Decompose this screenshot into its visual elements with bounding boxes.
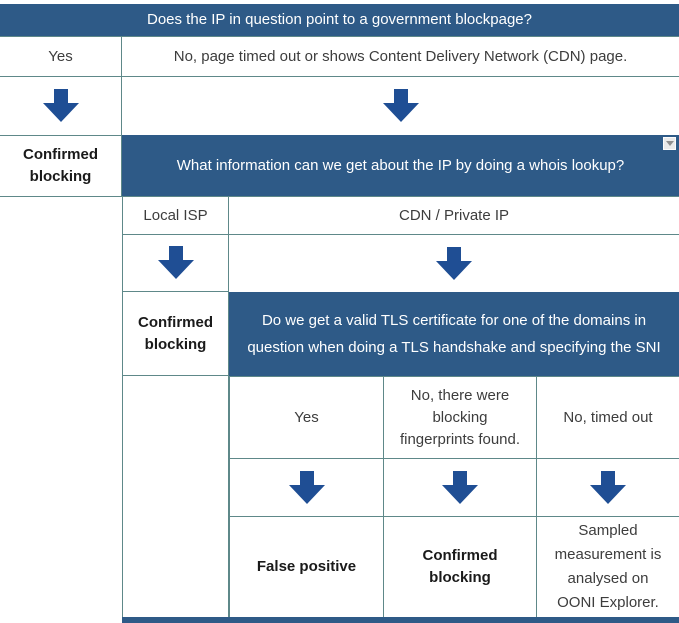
- q3-answer-fingerprints-text: No, there were blocking fingerprints fou…: [399, 386, 521, 448]
- down-arrow-icon: [382, 89, 419, 122]
- q1-answer-yes-text: Yes: [48, 47, 73, 65]
- q1-answer-no-text: No, page timed out or shows Content Deli…: [173, 47, 628, 65]
- q3-question-text: Do we get a valid TLS certificate for on…: [247, 312, 661, 356]
- outcome-confirmed-blocking-text: Confirmed blocking: [138, 313, 213, 353]
- arrow-cell: [536, 459, 679, 517]
- dropdown-triangle: [665, 141, 674, 146]
- q2-header: What information can we get about the IP…: [122, 135, 679, 197]
- outcome-confirmed-blocking-cell: Confirmed blocking: [0, 135, 122, 197]
- outcome-false-positive-cell: False positive: [229, 517, 384, 617]
- down-arrow-icon: [42, 89, 79, 122]
- q1-question-text: Does the IP in question point to a gover…: [147, 11, 532, 28]
- arrow-cell: [229, 459, 384, 517]
- down-arrow-icon: [288, 470, 325, 504]
- empty-cell: [122, 376, 229, 617]
- arrow-cell: [229, 235, 679, 292]
- arrow-cell: [0, 77, 122, 135]
- outcome-false-positive-text: False positive: [256, 558, 357, 575]
- q3-answer-fingerprints-cell: No, there were blocking fingerprints fou…: [384, 376, 536, 459]
- down-arrow-icon: [442, 470, 478, 504]
- down-arrow-icon: [590, 470, 626, 504]
- outcome-confirmed-blocking-cell: Confirmed blocking: [122, 292, 229, 376]
- next-header-strip: [122, 617, 679, 623]
- arrow-cell: [384, 459, 536, 517]
- outcome-sampled-measurement-text: Sampled measurement is analysed on OONI …: [554, 522, 662, 611]
- outcome-sampled-measurement-cell: Sampled measurement is analysed on OONI …: [536, 517, 679, 617]
- outcome-confirmed-blocking-cell: Confirmed blocking: [384, 517, 536, 617]
- arrow-cell: [122, 235, 229, 292]
- q2-answer-cdn-text: CDN / Private IP: [398, 206, 510, 224]
- down-arrow-icon: [436, 246, 472, 280]
- q2-answer-local-isp-cell: Local ISP: [122, 197, 229, 235]
- q3-header: Do we get a valid TLS certificate for on…: [229, 292, 679, 376]
- q3-answer-yes-cell: Yes: [229, 376, 384, 459]
- q3-answer-yes-text: Yes: [294, 408, 319, 426]
- q1-answer-no-cell: No, page timed out or shows Content Deli…: [122, 36, 679, 77]
- q2-answer-cdn-cell: CDN / Private IP: [229, 197, 679, 235]
- q3-answer-timeout-text: No, timed out: [563, 408, 653, 426]
- q2-question-text: What information can we get about the IP…: [176, 156, 625, 174]
- outcome-confirmed-blocking-text: Confirmed blocking: [23, 146, 98, 185]
- q1-header: Does the IP in question point to a gover…: [0, 4, 679, 36]
- q3-answer-timeout-cell: No, timed out: [536, 376, 679, 459]
- outcome-confirmed-blocking-text: Confirmed blocking: [422, 547, 498, 586]
- arrow-cell: [122, 77, 679, 135]
- dropdown-arrow-icon[interactable]: [663, 137, 676, 150]
- q2-answer-local-isp-text: Local ISP: [143, 206, 208, 224]
- down-arrow-icon: [157, 246, 194, 279]
- q1-answer-yes-cell: Yes: [0, 36, 122, 77]
